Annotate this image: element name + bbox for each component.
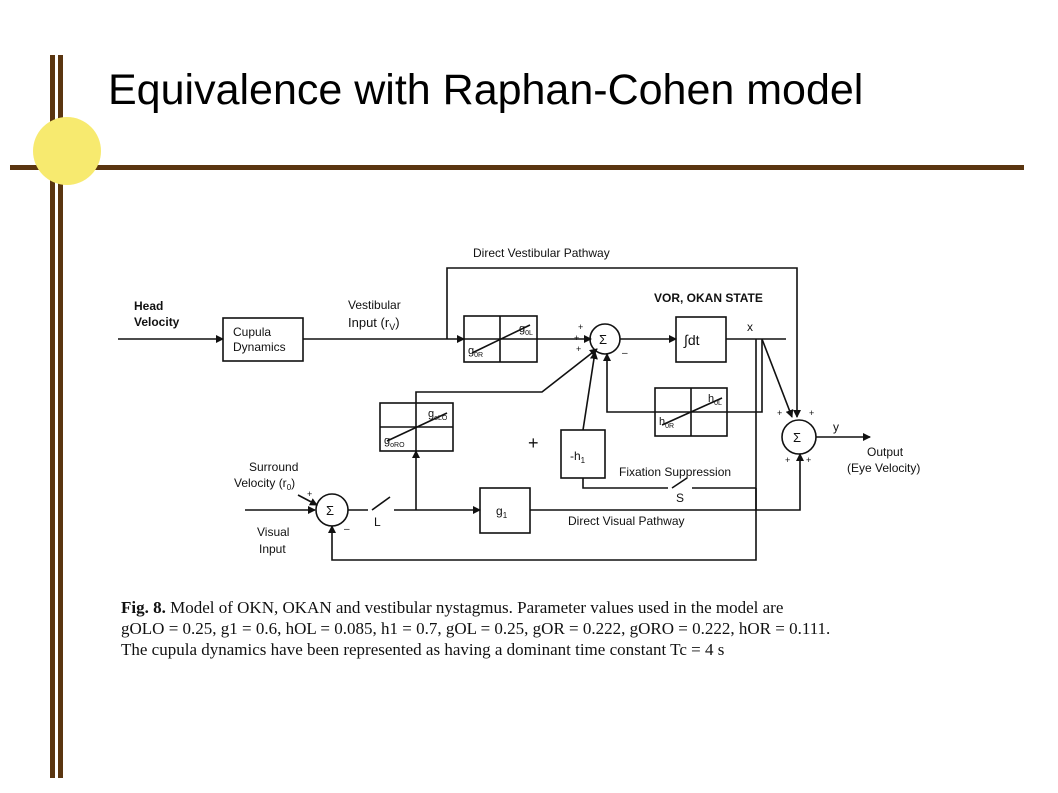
- caption-line-1: Fig. 8. Model of OKN, OKAN and vestibula…: [121, 597, 961, 618]
- caption-line-3: The cupula dynamics have been represente…: [121, 640, 725, 659]
- sum-1-sigma: Σ: [599, 332, 607, 347]
- slide-title: Equivalence with Raphan-Cohen model: [108, 66, 864, 114]
- visual-input-label-2: Input: [259, 542, 286, 556]
- switch-s-label: S: [676, 491, 684, 505]
- h0-input-line: [727, 339, 763, 413]
- h0-gain-label-bottom: h0R: [659, 416, 674, 430]
- output-sum-sigma: Σ: [793, 430, 801, 445]
- figure-caption: Fig. 8. Model of OKN, OKAN and vestibula…: [121, 597, 961, 660]
- sum-1-plus-a: +: [578, 322, 583, 332]
- h0-to-sum-line: [603, 353, 655, 413]
- direct-vestibular-pathway-line: [446, 267, 801, 418]
- switch-l-blade: [371, 496, 391, 511]
- surround-velocity-label-1: Surround: [249, 460, 298, 474]
- output-sum-plus-c: +: [785, 455, 790, 465]
- y-label: y: [833, 420, 839, 434]
- caption-line-2: gOLO = 0.25, g1 = 0.6, hOL = 0.085, h1 =…: [121, 619, 831, 638]
- block-diagram: Direct Vestibular Pathway Head Velocity …: [118, 246, 920, 561]
- integrator-label: ∫dt: [683, 332, 700, 348]
- visual-feedback-line: [328, 339, 757, 561]
- sum-1-minus: –: [622, 348, 628, 359]
- output-sum-plus-a: +: [777, 408, 782, 418]
- output-sum-plus-d: +: [806, 455, 811, 465]
- decorative-yellow-circle: [33, 117, 101, 185]
- minus-h1-to-sum-line: [582, 351, 598, 431]
- vestibular-input-label-2: Input (rV): [348, 315, 400, 332]
- direct-visual-pathway-label: Direct Visual Pathway: [568, 514, 685, 528]
- go-to-sum-line: [415, 348, 598, 403]
- output-label-2: (Eye Velocity): [847, 461, 920, 475]
- g0-gain-label-top: g0L: [519, 323, 533, 337]
- cupula-label-1: Cupula: [233, 325, 271, 339]
- sum-1-plus-c: +: [576, 344, 581, 354]
- cupula-label-2: Dynamics: [233, 340, 286, 354]
- visual-input-label-1: Visual: [257, 525, 289, 539]
- vestibular-input-label-1: Vestibular: [348, 298, 401, 312]
- head-velocity-label-2: Velocity: [134, 315, 180, 329]
- left-vertical-bar-outer: [50, 55, 55, 778]
- output-label-1: Output: [867, 445, 904, 459]
- switch-l-label: L: [374, 515, 381, 529]
- fixation-suppression-label: Fixation Suppression: [619, 465, 731, 479]
- head-velocity-label-1: Head: [134, 299, 163, 313]
- surround-velocity-label-2: Velocity (r0): [234, 476, 295, 492]
- fixation-suppression-line-a: [582, 478, 668, 489]
- visual-minus-label: –: [344, 524, 350, 535]
- x-to-output-sum-line: [761, 338, 794, 418]
- direct-visual-to-output-line: [755, 453, 804, 511]
- title-underline-bar: [10, 165, 1024, 170]
- minus-h1-label: -h1: [570, 449, 586, 465]
- big-plus-sign: +: [528, 433, 539, 453]
- minus-h1-block: [560, 429, 606, 479]
- visual-sigma: Σ: [326, 503, 334, 518]
- left-vertical-bar-inner: [58, 55, 63, 778]
- vor-okan-state-label: VOR, OKAN STATE: [654, 291, 763, 305]
- caption-lead: Fig. 8.: [121, 598, 166, 617]
- surround-velocity-line: [297, 494, 318, 506]
- caption-line-1-text: Model of OKN, OKAN and vestibular nystag…: [165, 598, 784, 617]
- go-gain-label-bottom: goRO: [384, 435, 405, 449]
- g1-label: g1: [496, 504, 508, 520]
- sum-1-plus-b: +: [574, 333, 579, 343]
- output-sum-plus-b: +: [809, 408, 814, 418]
- go-gain-label-top: goLO: [428, 408, 448, 422]
- g0-gain-label-bottom: g0R: [468, 345, 483, 359]
- visual-plus-label: +: [307, 489, 312, 499]
- switch-s-blade: [671, 477, 688, 489]
- direct-vestibular-pathway-label: Direct Vestibular Pathway: [473, 246, 610, 260]
- x-label: x: [747, 320, 753, 334]
- h0-gain-label-top: h0L: [708, 393, 722, 407]
